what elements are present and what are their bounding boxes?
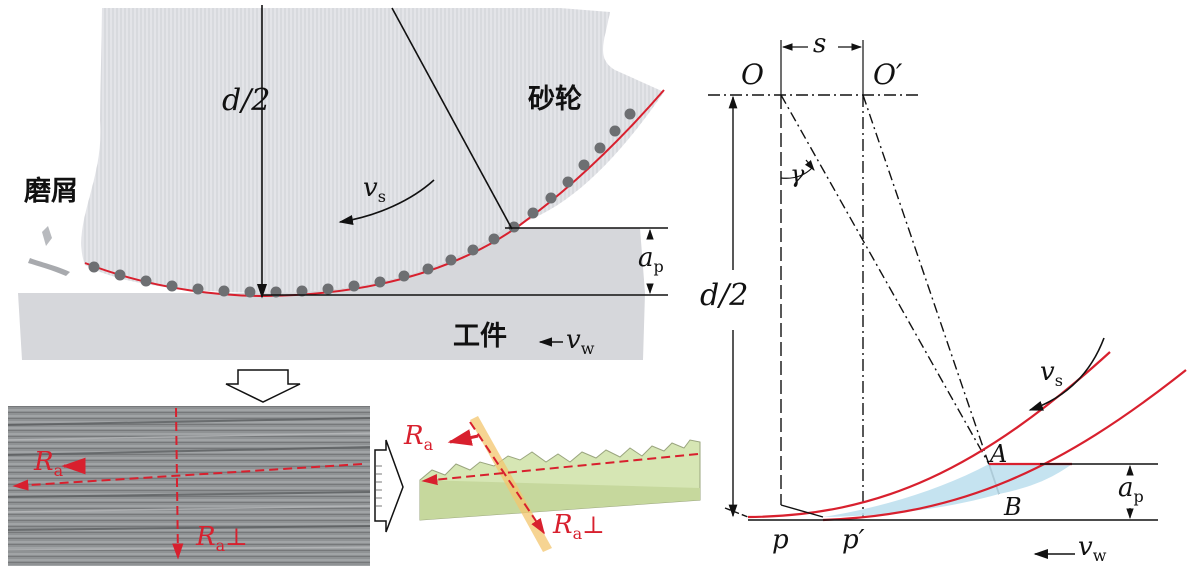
chips-label: 磨屑 xyxy=(24,176,78,207)
grinding-wheel xyxy=(81,8,664,293)
surface-photo-panel: Ra Ra⊥ xyxy=(7,406,371,566)
point-p-prime-label: p′ xyxy=(842,525,865,555)
right-block-arrow xyxy=(374,439,404,533)
ra-direction-line xyxy=(12,463,363,491)
profile-ra-line xyxy=(421,453,699,486)
half-d-label: d/2 xyxy=(222,83,270,118)
workpiece-label: 工件 xyxy=(453,321,507,352)
vs-label: vs xyxy=(363,173,386,206)
ra-perp-label: Ra⊥ xyxy=(195,522,248,555)
contact-start xyxy=(780,504,824,518)
scale-ticks xyxy=(376,465,382,507)
half-d-label-right: d/2 xyxy=(700,278,748,313)
radius-o-prime-to-b xyxy=(862,94,1000,495)
point-b-label: B xyxy=(1003,493,1022,521)
vs-label-right: vs xyxy=(1040,357,1063,390)
gamma-label: γ xyxy=(790,160,805,188)
workpiece-block xyxy=(18,293,645,360)
wheel-arc-inner xyxy=(822,369,1187,522)
profile-ra-perp-label: Ra⊥ xyxy=(552,510,605,543)
profile-front-face xyxy=(420,480,700,520)
ap-label-right: ap xyxy=(1118,473,1144,506)
vs-arrow xyxy=(338,179,435,225)
profile-ra-label: Ra xyxy=(403,421,434,454)
s-label: s xyxy=(813,29,826,59)
chip-section xyxy=(823,464,1072,517)
profile-ra-perp-line xyxy=(469,421,545,535)
down-block-arrow xyxy=(225,369,301,403)
roughness-profile-panel: Ra Ra⊥ xyxy=(403,416,701,552)
vw-label-right: vw xyxy=(1078,532,1107,565)
contact-lead xyxy=(724,507,749,518)
wheel-label: 砂轮 xyxy=(528,84,582,115)
chip-fragment xyxy=(28,258,70,276)
profile-ra-small-arrow xyxy=(447,429,479,446)
gamma-arrow xyxy=(804,159,815,171)
surface-photo xyxy=(8,406,370,566)
abrasive-grains xyxy=(88,108,636,298)
ra-perp-direction-line xyxy=(172,407,184,560)
radius-o-to-a xyxy=(780,94,990,465)
ap-label: ap xyxy=(638,243,664,276)
point-p-label: p xyxy=(772,525,789,555)
ra-label: Ra xyxy=(33,447,64,480)
chip-fragment xyxy=(42,226,52,246)
vw-label: vw xyxy=(566,325,595,358)
contact-radius-line xyxy=(391,7,513,230)
point-a-label: A xyxy=(988,440,1007,468)
o-label: O xyxy=(741,58,764,91)
o-prime-label: O′ xyxy=(873,58,903,91)
vs-arrow-right xyxy=(1028,337,1105,411)
geometry-panel: O O′ s γ d/2 vs A B ap p p′ vw xyxy=(700,29,1187,565)
top-left-panel: d/2 砂轮 磨屑 vs ap 工件 vw xyxy=(18,5,668,360)
